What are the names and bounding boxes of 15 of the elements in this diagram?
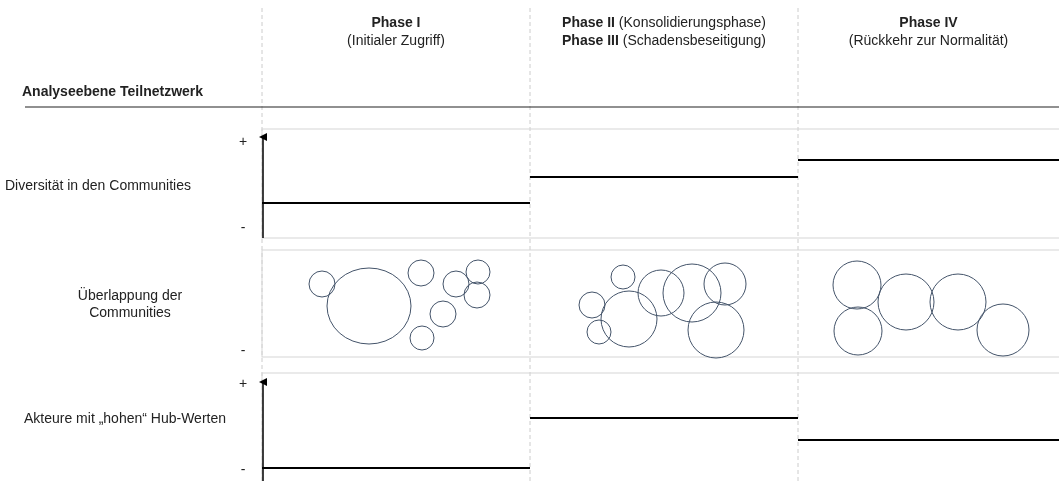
phase-subtitle: (Initialer Zugriff) [346,32,446,49]
section-heading: Analyseebene Teilnetzwerk [22,83,205,100]
phase-heading: Phase IV [898,14,959,31]
row-label: Akteure mit „hohen“ Hub-Werten [22,410,228,427]
phase-heading: Phase III (Schadensbeseitigung) [561,32,767,49]
scale-mark: - [239,219,247,236]
row-label: Überlappung der Communities [76,287,184,321]
scale-mark: + [237,133,249,150]
row-label: Diversität in den Communities [5,177,192,194]
scale-mark: + [237,375,249,392]
scale-mark: - [239,342,247,359]
phase-subtitle: (Rückkehr zur Normalität) [847,32,1010,49]
scale-mark: - [239,461,247,478]
phase-heading: Phase I [370,14,422,31]
phase-heading: Phase II (Konsolidierungsphase) [561,14,767,31]
